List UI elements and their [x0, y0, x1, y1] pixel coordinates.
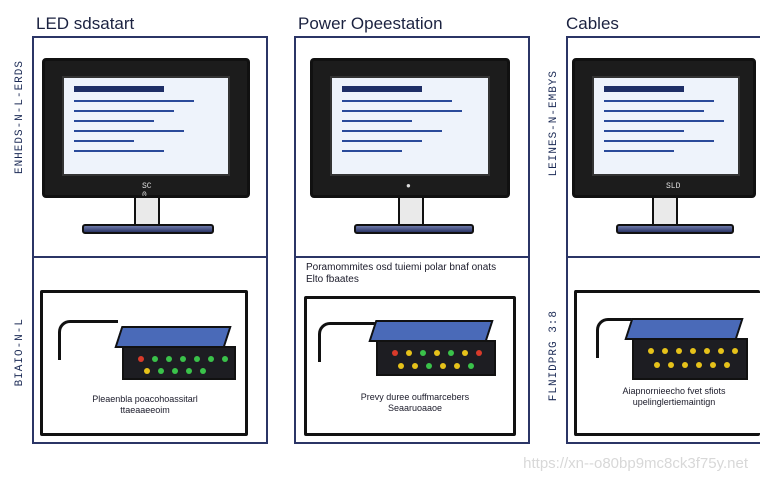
- side-label-leds-top: ENHEDS-N-L-ERDS: [14, 60, 26, 175]
- router-caption-power: Prevy duree ouffmarcebers Seaaruoaaoe: [360, 392, 470, 413]
- router-caption-cables: Aiapnornieecho fvet sfiots upelinglertie…: [622, 386, 726, 407]
- cable: [58, 320, 118, 360]
- side-label-cables-bottom: FLNIDPRG 3:8: [548, 310, 560, 402]
- monitor-power-dot: ●: [406, 182, 411, 191]
- column-title-cables: Cables: [566, 14, 619, 33]
- router-caption-leds: Pleaenbla poacohoassitarl ttaeaaeeoim: [92, 394, 198, 415]
- side-label-leds-bottom: BIAIO-N-L: [14, 318, 26, 387]
- cable: [318, 322, 378, 362]
- cable: [596, 318, 646, 358]
- column-title-power: Power Opeestation: [298, 14, 443, 33]
- power-description: Poramommites osd tuiemi polar bnaf onats…: [306, 262, 497, 285]
- monitor-label: SLD: [666, 182, 681, 191]
- side-label-cables-top: LEINES-N-EMBYS: [548, 70, 560, 177]
- monitor-label: SC 0: [142, 182, 152, 200]
- watermark: https://xn--o80bp9mc8ck3f75y.net: [523, 455, 748, 472]
- column-title-leds: LED sdsatart: [36, 14, 135, 33]
- monitor-screen: [592, 76, 740, 176]
- monitor-screen: [330, 76, 490, 176]
- monitor-screen: [62, 76, 230, 176]
